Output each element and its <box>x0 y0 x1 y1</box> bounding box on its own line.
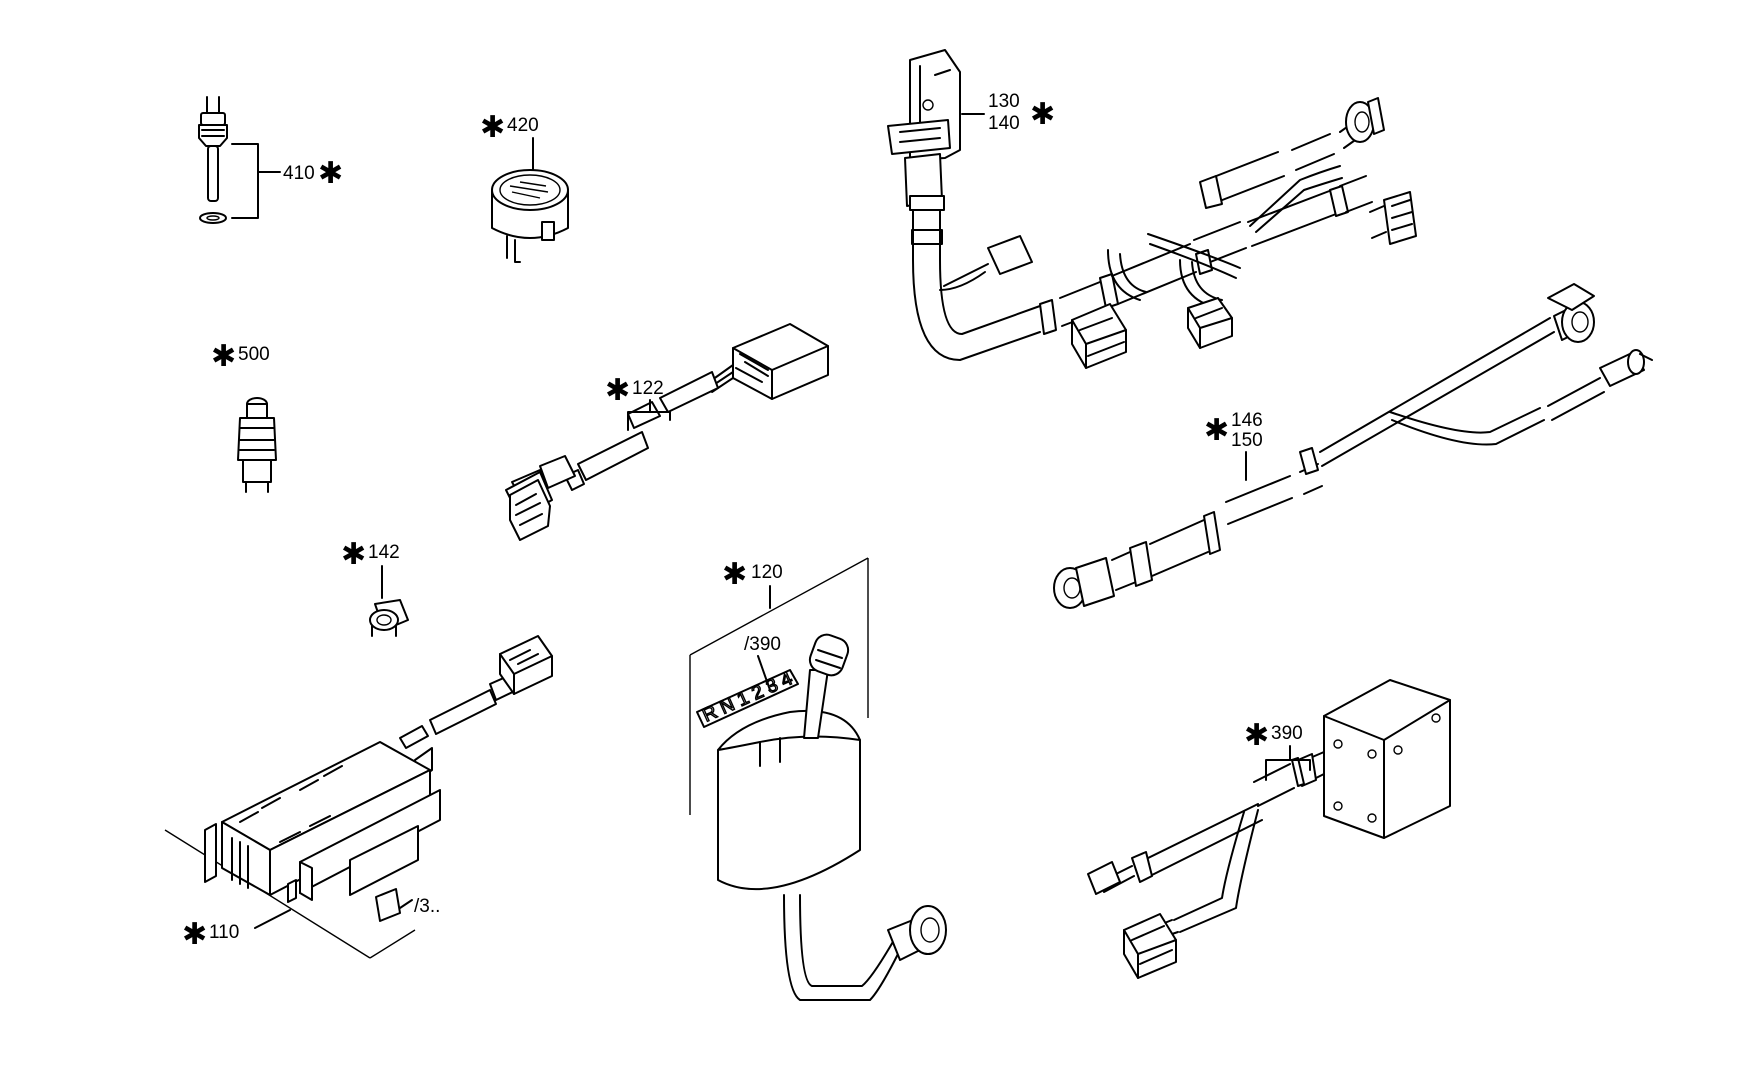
callout-410-number: 410 <box>283 163 315 184</box>
callout-142: ✱ 142 <box>341 537 400 599</box>
part-420-gauge[interactable] <box>491 169 569 263</box>
callout-110: ✱ 110 <box>182 909 291 952</box>
part-390-actuator[interactable] <box>1087 679 1451 979</box>
callout-130-number: 130 <box>988 91 1020 112</box>
callout-146-150: ✱ 146 150 <box>1204 410 1263 481</box>
callout-142-number: 142 <box>368 542 400 563</box>
callout-150-number: 150 <box>1231 430 1263 451</box>
callout-140-number: 140 <box>988 113 1020 134</box>
part-130-harness[interactable] <box>887 49 1417 369</box>
callout-122-number: 122 <box>632 378 664 399</box>
callout-110-star: ✱ <box>182 917 207 952</box>
part-500-switch[interactable] <box>237 397 277 493</box>
part-122-cable[interactable] <box>505 323 829 541</box>
callout-3-number: /3.. <box>414 896 440 917</box>
callout-390-selector: /390 <box>744 634 781 691</box>
callout-120: ✱ 120 <box>722 557 783 609</box>
callout-146-star: ✱ <box>1204 413 1229 448</box>
part-110-control-unit[interactable] <box>164 635 553 959</box>
callout-120-number: 120 <box>751 562 783 583</box>
callout-390-selector-number: /390 <box>744 634 781 655</box>
callout-142-star: ✱ <box>341 537 366 572</box>
callout-390-star: ✱ <box>1244 718 1269 753</box>
callout-122: ✱ 122 <box>605 373 671 431</box>
callout-500-number: 500 <box>238 344 270 365</box>
callout-130-star: ✱ <box>1030 97 1055 132</box>
callout-130-140: 130 140 ✱ <box>961 91 1055 134</box>
callout-390-actuator: ✱ 390 <box>1244 718 1311 781</box>
callout-390-number: 390 <box>1271 723 1303 744</box>
callout-420-star: ✱ <box>480 110 505 145</box>
callout-500: ✱ 500 <box>211 339 270 374</box>
part-142-plug[interactable] <box>369 599 409 637</box>
callout-110-number: 110 <box>209 922 239 943</box>
callout-120-star: ✱ <box>722 557 747 592</box>
part-120-gear-selector[interactable]: R N 1 2 3 4 <box>689 557 947 1001</box>
callout-410: 410 ✱ <box>231 143 343 219</box>
callout-122-star: ✱ <box>605 373 630 408</box>
callout-410-star: ✱ <box>318 156 343 191</box>
part-410-sensor[interactable] <box>198 96 228 224</box>
part-146-cable[interactable] <box>1053 283 1653 609</box>
callout-420: ✱ 420 <box>480 110 539 171</box>
callout-3: /3.. <box>399 896 440 917</box>
callout-146-number: 146 <box>1231 410 1263 431</box>
callout-420-number: 420 <box>507 115 539 136</box>
callout-500-star: ✱ <box>211 339 236 374</box>
